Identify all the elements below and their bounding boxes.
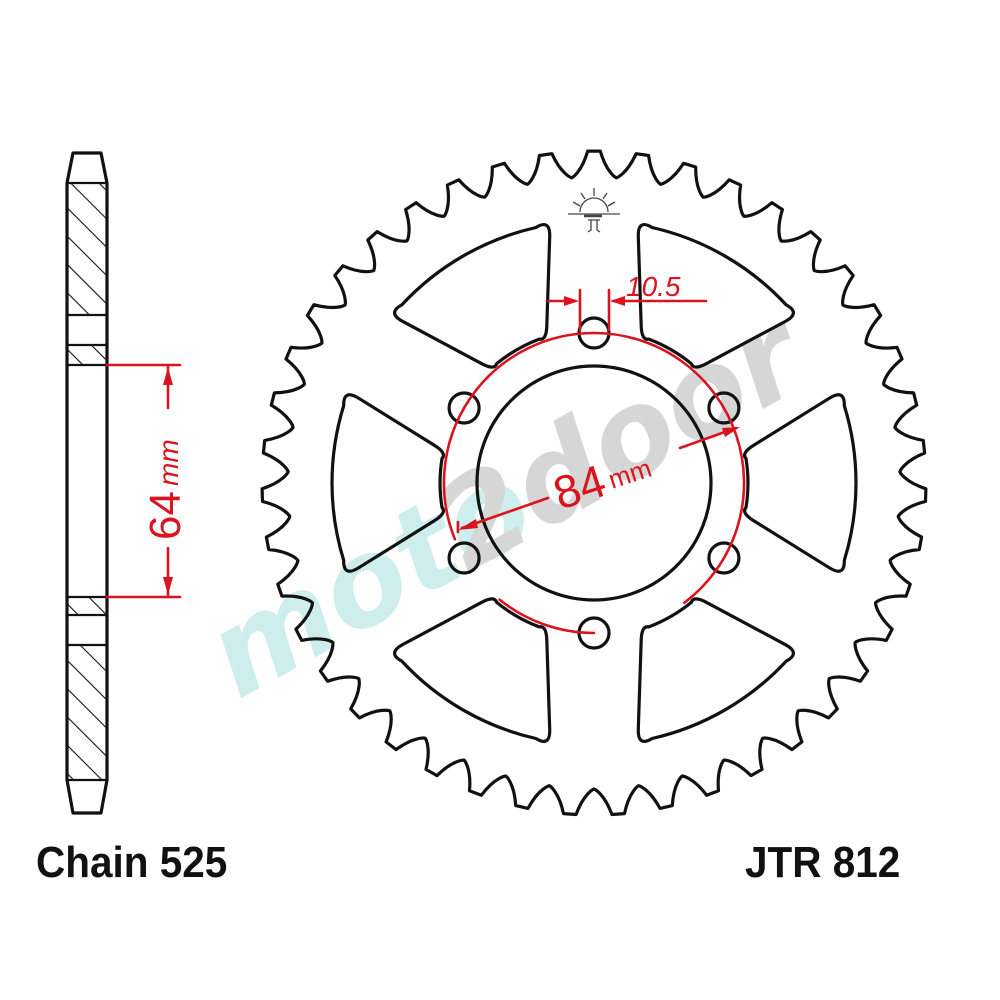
hub-height-unit: mm bbox=[153, 439, 184, 486]
spoke-cutout bbox=[330, 393, 446, 573]
hub-height-dimension: 64 mm bbox=[105, 363, 190, 599]
spoke-cutout bbox=[636, 597, 795, 743]
sun-symbol-icon bbox=[568, 188, 620, 233]
hub-height-value: 64 bbox=[141, 491, 190, 540]
hatch-hub-top bbox=[68, 345, 106, 365]
part-number-label: JTR 812 bbox=[745, 838, 901, 887]
side-profile bbox=[65, 151, 109, 815]
bolt-hole bbox=[447, 391, 481, 425]
bolt-hole bbox=[707, 391, 741, 425]
bolt-circle-arc-left bbox=[442, 331, 596, 541]
hatch-hub-bottom bbox=[68, 597, 106, 615]
hatch-bottom bbox=[68, 645, 106, 780]
spoke-cutout bbox=[393, 597, 552, 743]
center-bore bbox=[475, 364, 713, 602]
bolt-circle-arc-right bbox=[592, 331, 746, 605]
bolt-hole-value: 10.5 bbox=[626, 271, 681, 302]
spoke-cutout bbox=[636, 223, 795, 369]
bolt-hole bbox=[447, 541, 481, 575]
spoke-cutout bbox=[393, 223, 552, 369]
sprocket-teeth-outline bbox=[260, 149, 928, 817]
bolt-circle-arc-bottom bbox=[498, 598, 596, 635]
profile-outline bbox=[65, 151, 109, 815]
spoke-cutout bbox=[742, 393, 858, 573]
hatch-top bbox=[68, 183, 106, 315]
bolt-hole bbox=[707, 541, 741, 575]
chain-size-label: Chain 525 bbox=[36, 838, 228, 887]
